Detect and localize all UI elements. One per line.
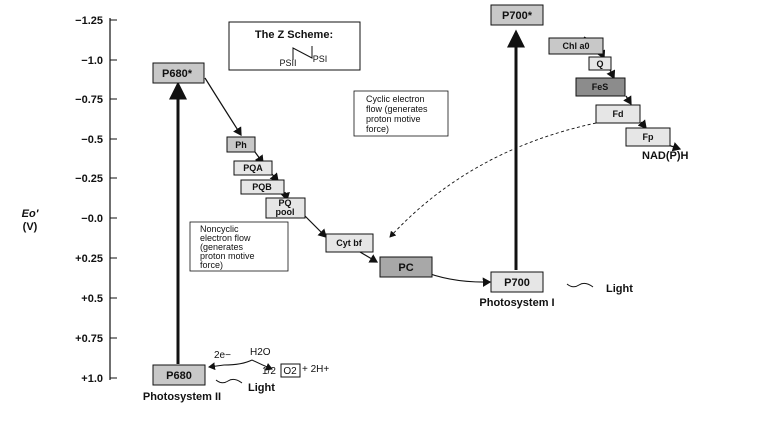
axis-unit: (V) <box>23 221 38 233</box>
svg-text:FeS: FeS <box>592 82 609 92</box>
carrier-fd: Fd <box>595 104 641 124</box>
svg-text:P700: P700 <box>504 277 530 289</box>
light-psi: Light <box>566 282 633 295</box>
tick-label: −0.5 <box>81 134 103 146</box>
energy-axis: −1.25 −1.0 −0.75 −0.5 −0.25 −0.0 +0.25 +… <box>22 15 117 385</box>
axis-ticks <box>110 19 117 379</box>
tick-label: −0.0 <box>81 213 103 225</box>
cyclic-note-line: proton motive <box>366 114 421 124</box>
water-splitting: 2e− H2O 1/2 O2 + 2H+ <box>208 347 329 378</box>
z-scheme-legend: The Z Scheme: PSII PSI <box>228 21 361 71</box>
tick-label: +0.5 <box>81 293 103 305</box>
half-label: 1/2 <box>262 366 276 377</box>
cyclic-flow-note: Cyclic electron flow (generates proton m… <box>353 90 449 137</box>
cyclic-note-line: flow (generates <box>366 104 428 114</box>
svg-text:P680*: P680* <box>162 68 193 80</box>
svg-text:P700*: P700* <box>502 10 533 22</box>
legend-psii: PSII <box>279 58 296 68</box>
svg-text:PQA: PQA <box>243 163 263 173</box>
carrier-pqa: PQA <box>233 160 273 176</box>
carrier-pqb: PQB <box>240 179 285 195</box>
tick-label: +0.25 <box>75 253 103 265</box>
photosystem-ii-label: Photosystem II <box>143 391 221 403</box>
tick-label: +1.0 <box>81 373 103 385</box>
tick-label: −1.0 <box>81 55 103 67</box>
svg-text:Light: Light <box>248 382 275 394</box>
svg-text:PQB: PQB <box>252 182 272 192</box>
svg-text:pool: pool <box>276 207 295 217</box>
svg-text:PC: PC <box>398 262 413 274</box>
carrier-pq-pool: PQ pool <box>265 197 306 219</box>
legend-title: The Z Scheme: <box>255 29 333 41</box>
water-label: H2O <box>250 347 271 358</box>
carrier-p680-star: P680* <box>152 62 205 84</box>
cyclic-note-line: force) <box>366 124 389 134</box>
svg-text:Fd: Fd <box>613 109 624 119</box>
tick-label: −0.75 <box>75 94 103 106</box>
noncyclic-note-line: force) <box>200 260 223 270</box>
electrons-label: 2e− <box>214 350 231 361</box>
carrier-chl-a0: Chl a0 <box>548 37 604 55</box>
svg-text:Q: Q <box>596 59 603 69</box>
noncyclic-note-line: Noncyclic <box>200 224 239 234</box>
carrier-p700: P700 <box>490 271 544 293</box>
noncyclic-note-line: electron flow <box>200 233 251 243</box>
carrier-fes: FeS <box>575 77 626 97</box>
tick-label: −0.25 <box>75 173 103 185</box>
light-psii: Light <box>215 378 275 394</box>
oxygen-label: O2 <box>283 366 297 377</box>
carrier-p700-star: P700* <box>490 4 544 26</box>
axis-label: Eo′ <box>22 208 40 220</box>
svg-text:Cyt bf: Cyt bf <box>336 238 363 248</box>
carrier-pc: PC <box>379 256 433 278</box>
noncyclic-note-line: proton motive <box>200 251 255 261</box>
cyclic-note-line: Cyclic electron <box>366 94 425 104</box>
legend-psi: PSI <box>313 54 328 64</box>
svg-text:P680: P680 <box>166 370 192 382</box>
svg-text:Chl a0: Chl a0 <box>562 41 589 51</box>
carrier-fp: Fp <box>625 127 671 147</box>
tick-label: −1.25 <box>75 15 103 27</box>
protons-label: + 2H+ <box>302 364 329 375</box>
carrier-ph: Ph <box>226 136 256 153</box>
svg-text:Fp: Fp <box>643 132 654 142</box>
tick-label: +0.75 <box>75 333 103 345</box>
carrier-q: Q <box>588 56 612 71</box>
noncyclic-note-line: (generates <box>200 242 244 252</box>
carrier-cyt-bf: Cyt bf <box>325 233 374 253</box>
nadph-label: NAD(P)H <box>642 150 688 162</box>
cyclic-flow-arrow <box>389 122 597 238</box>
carrier-p680: P680 <box>152 364 206 386</box>
svg-text:Light: Light <box>606 283 633 295</box>
photosystem-i-label: Photosystem I <box>479 297 554 309</box>
svg-text:Ph: Ph <box>235 140 247 150</box>
noncyclic-flow-note: Noncyclic electron flow (generates proto… <box>189 221 289 272</box>
svg-text:PQ: PQ <box>278 198 291 208</box>
